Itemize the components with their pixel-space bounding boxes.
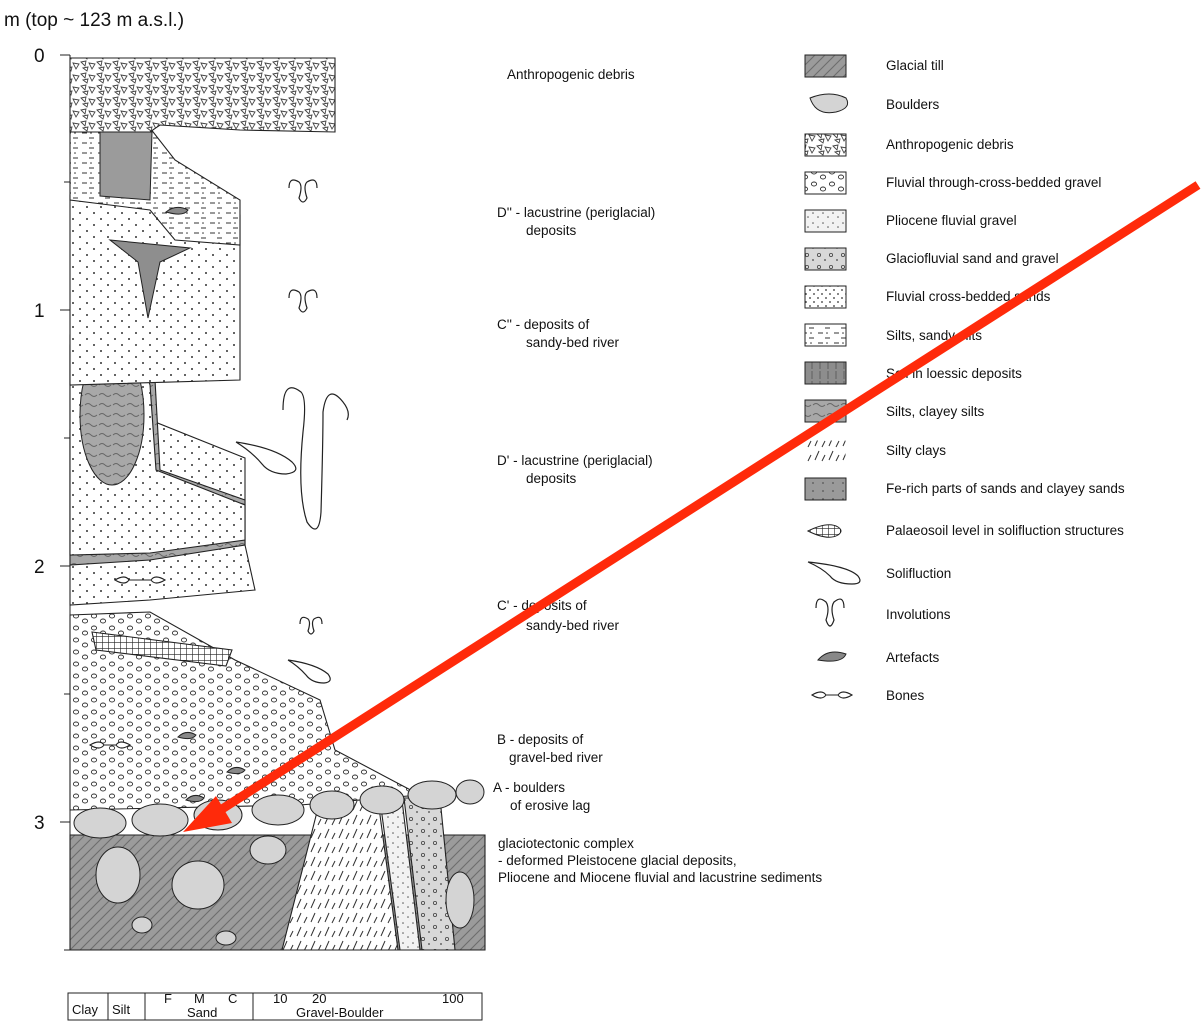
grain-scale-20: 20 bbox=[312, 991, 326, 1006]
till-boulder bbox=[96, 847, 140, 903]
tick-label-3: 3 bbox=[34, 813, 45, 834]
legend-swatch-fe-rich bbox=[805, 478, 846, 500]
till-boulder bbox=[132, 917, 152, 933]
legend-label: Anthropogenic debris bbox=[886, 137, 1014, 152]
unit-label-glaciotectonic: glaciotectonic complex- deformed Pleisto… bbox=[498, 836, 822, 885]
grain-scale-gravel: Gravel-Boulder bbox=[296, 1005, 384, 1020]
till-boulder bbox=[250, 836, 286, 864]
involution-icon bbox=[283, 388, 348, 529]
legend-label: Fluvial through-cross-bedded gravel bbox=[886, 175, 1101, 190]
involution-icon bbox=[300, 617, 322, 634]
grain-scale-sand: Sand bbox=[187, 1005, 217, 1020]
grain-scale-10: 10 bbox=[273, 991, 287, 1006]
unit-label-debris: Anthropogenic debris bbox=[507, 67, 635, 82]
legend-solifluction-icon bbox=[808, 562, 860, 584]
grain-scale-fine: F bbox=[164, 991, 172, 1006]
legend-label: Pliocene fluvial gravel bbox=[886, 213, 1017, 228]
legend-label: Artefacts bbox=[886, 650, 940, 665]
grain-scale-clay: Clay bbox=[72, 1002, 99, 1017]
stratigraphic-column bbox=[70, 58, 485, 950]
legend-swatch-glaciofluvial bbox=[805, 248, 846, 270]
involution-icon bbox=[289, 290, 317, 312]
legend-swatch-cross-sand bbox=[805, 286, 846, 308]
grain-scale-silt: Silt bbox=[112, 1002, 130, 1017]
legend-swatch-loess-soil bbox=[805, 362, 846, 384]
tick-label-1: 1 bbox=[34, 301, 45, 322]
legend-label: Bones bbox=[886, 688, 925, 703]
legend-swatch-trough-gravel bbox=[805, 172, 846, 194]
depth-axis: 0 1 2 3 bbox=[34, 46, 70, 950]
legend-bone-icon bbox=[812, 692, 852, 698]
legend-swatch-sandy-silt bbox=[805, 324, 846, 346]
tick-label-2: 2 bbox=[34, 557, 45, 578]
unit-label-D-double-prime: D'' - lacustrine (periglacial)deposits bbox=[497, 205, 655, 238]
solifluction-icon bbox=[288, 660, 330, 683]
legend: Glacial till Boulders Anthropogenic debr… bbox=[805, 55, 1125, 703]
annotation-arrow bbox=[183, 185, 1198, 832]
legend-palaeosoil-icon bbox=[808, 525, 841, 538]
legend-boulder-icon bbox=[810, 94, 848, 113]
grain-scale-medium: M bbox=[194, 991, 205, 1006]
till-boulder bbox=[216, 931, 236, 945]
legend-artefact-icon bbox=[818, 652, 846, 661]
grain-scale-100: 100 bbox=[442, 991, 464, 1006]
grain-scale-coarse: C bbox=[228, 991, 237, 1006]
layer-anthropogenic-debris bbox=[70, 58, 335, 132]
unit-labels: Anthropogenic debris D'' - lacustrine (p… bbox=[493, 67, 822, 885]
involution-icon bbox=[289, 180, 317, 202]
legend-label: Palaeosoil level in solifluction structu… bbox=[886, 523, 1124, 538]
legend-swatch-pliocene-gravel bbox=[805, 210, 846, 232]
legend-swatch-silty-clay bbox=[805, 440, 846, 462]
unit-label-D-prime: D' - lacustrine (periglacial)deposits bbox=[497, 453, 653, 486]
grain-size-scale: Clay Silt F M C Sand 10 20 100 Gravel-Bo… bbox=[68, 991, 482, 1020]
legend-label: Boulders bbox=[886, 97, 940, 112]
legend-involution-icon bbox=[816, 599, 844, 626]
legend-label: Silts, clayey silts bbox=[886, 404, 985, 419]
legend-label: Glaciofluvial sand and gravel bbox=[886, 251, 1059, 266]
legend-label: Fe-rich parts of sands and clayey sands bbox=[886, 481, 1125, 496]
till-boulder bbox=[172, 861, 224, 909]
till-boulder bbox=[446, 872, 474, 928]
legend-label: Glacial till bbox=[886, 58, 944, 73]
debris-dark-plug bbox=[100, 132, 152, 200]
legend-label: Solifluction bbox=[886, 566, 951, 581]
legend-label: Involutions bbox=[886, 607, 951, 622]
legend-swatch-anthropogenic-debris bbox=[805, 134, 846, 156]
legend-label: Silty clays bbox=[886, 443, 946, 458]
arrow-shaft bbox=[208, 185, 1198, 818]
axis-title: m (top ~ 123 m a.s.l.) bbox=[4, 10, 184, 31]
tick-label-0: 0 bbox=[34, 46, 45, 67]
legend-swatch-glacial-till bbox=[805, 55, 846, 77]
